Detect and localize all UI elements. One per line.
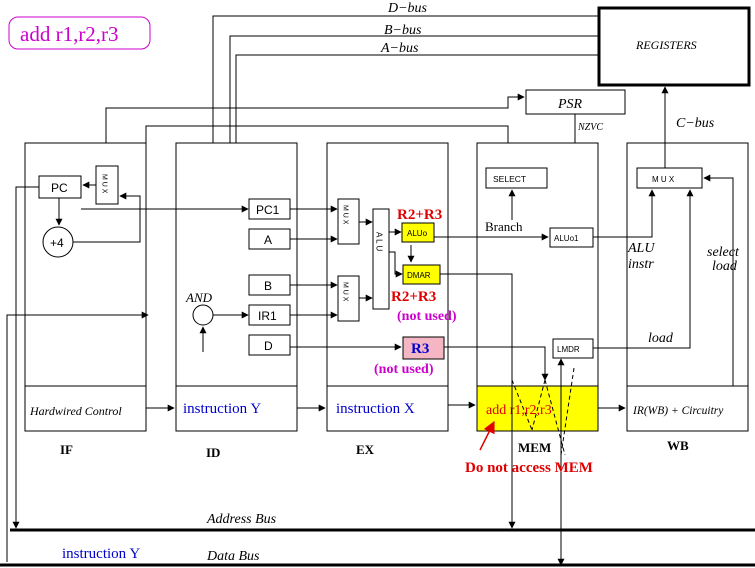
pc1-label: PC1: [256, 203, 280, 217]
r2r3-bottom-annotation: R2+R3: [391, 289, 436, 305]
d-block: [248, 334, 291, 356]
stage-label-if: IF: [60, 442, 73, 457]
psr-label: PSR: [557, 97, 583, 112]
pc-label: PC: [51, 181, 68, 195]
a-bus-label: A−bus: [380, 41, 419, 56]
stage-label-wb: WB: [667, 438, 689, 453]
d-label: D: [264, 339, 273, 353]
b-bus-label: B−bus: [384, 23, 422, 38]
ir1-label: IR1: [258, 309, 277, 323]
psr-block: [525, 89, 626, 115]
and-label: AND: [185, 290, 213, 305]
load-label: load: [648, 331, 674, 346]
ex-control-text: instruction X: [336, 401, 415, 417]
c-bus-label: C−bus: [676, 116, 715, 131]
registers-block: [597, 6, 751, 87]
and-gate: [192, 304, 214, 326]
dashed-addr: [511, 379, 533, 431]
mem-control-text: add r1,r2,r3: [486, 403, 552, 418]
b-label: B: [264, 279, 272, 293]
plus4-label: +4: [50, 236, 64, 250]
aluo-label: ALUo: [407, 229, 428, 238]
aluo1-to-wbmux: [593, 189, 656, 238]
stage-label-id: ID: [206, 445, 220, 460]
r3-to-databus: [444, 346, 549, 381]
a-label: A: [264, 233, 272, 247]
aluo-register: [401, 222, 435, 243]
r2r3-top-annotation: R2+R3: [397, 207, 442, 223]
databus-to-ir: [6, 311, 149, 562]
stage-label-mem: MEM: [518, 440, 551, 455]
dmar-label: DMAR: [407, 271, 431, 280]
address-bus-label: Address Bus: [206, 512, 277, 527]
dashed-data-1: [531, 379, 546, 431]
mem-stage-box: [476, 142, 599, 432]
select-label: SELECT: [493, 174, 526, 184]
lmdr-label: LMDR: [557, 345, 580, 354]
not-used-r3-annotation: (not used): [374, 362, 434, 377]
dashed-data-3: [544, 379, 566, 456]
d-bus-label: D−bus: [387, 1, 428, 16]
nzvc-label: NZVC: [577, 122, 603, 133]
r3-register: [402, 336, 445, 360]
if-control-text: Hardwired Control: [29, 404, 122, 418]
ex-mux-bottom-label: M U X: [342, 282, 349, 302]
alu-label: A L U: [375, 232, 384, 251]
dashed-data-2: [560, 367, 575, 456]
select-load-label-2: load: [712, 259, 738, 274]
alu-block: [372, 208, 390, 310]
do-not-access-arrow: [479, 420, 495, 451]
if-mux-label: M U X: [101, 174, 108, 194]
stage-label-ex: EX: [356, 442, 375, 457]
title-box: [8, 16, 151, 50]
pc-to-addrbus: [12, 186, 39, 529]
wb-mux-label: M U X: [652, 175, 675, 184]
id-control-text: instruction Y: [183, 401, 261, 417]
aluo1-label: ALUo1: [554, 234, 579, 243]
select-block: [485, 167, 548, 189]
r3-label: R3: [411, 341, 429, 357]
wbctrl-to-mux: [703, 174, 734, 386]
data-bus-label: Data Bus: [206, 549, 260, 564]
data-bus-instruction: instruction Y: [62, 546, 140, 562]
adder-to-mux: [73, 192, 141, 243]
not-used-dmar-annotation: (not used): [397, 309, 457, 324]
wb-control-text: IR(WB) + Circuitry: [632, 405, 724, 417]
wb-mux: [636, 167, 703, 189]
lmdr-to-wbmux: [593, 189, 694, 349]
do-not-access-annotation: Do not access MEM: [465, 460, 593, 476]
alu-to-dmar: [389, 251, 403, 278]
branch-label: Branch: [485, 219, 523, 234]
ex-mux-top-label: M U X: [342, 205, 349, 225]
psr-feed-line: [105, 93, 525, 168]
title-text: add r1,r2,r3: [20, 22, 119, 46]
select-load-label-1: select: [707, 245, 740, 260]
alu-instr-label-2: instr: [628, 257, 654, 272]
alu-instr-label-1: ALU: [627, 241, 655, 256]
dmar-to-addrbus: [440, 273, 516, 529]
registers-label: REGISTERS: [635, 38, 697, 52]
